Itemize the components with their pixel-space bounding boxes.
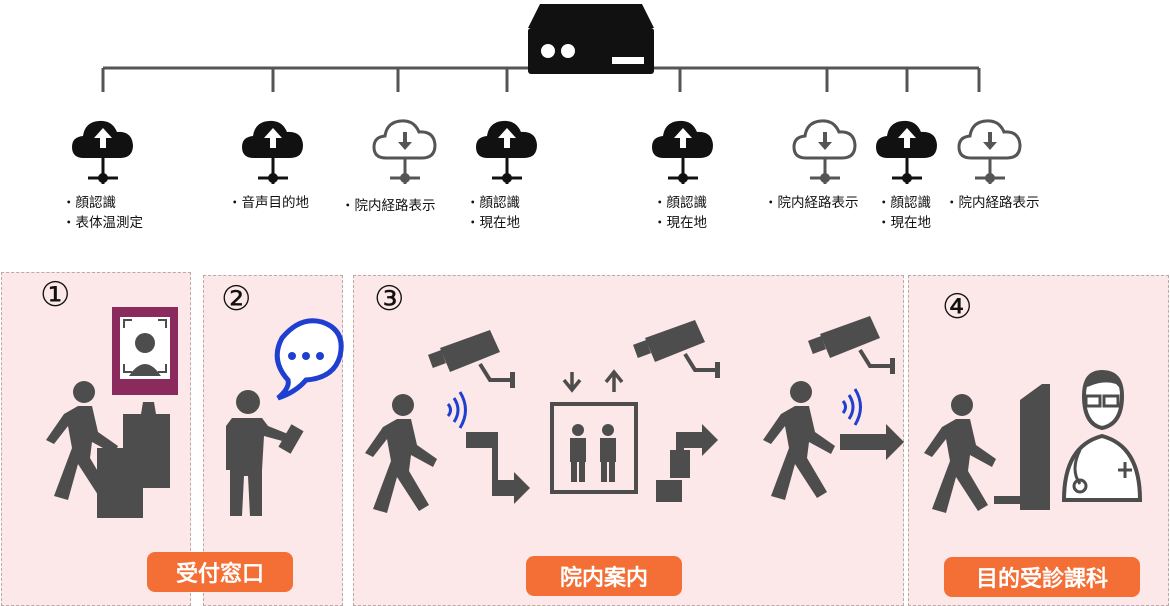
node-caption-line: ・顔認識 (466, 195, 520, 211)
face-scanner-icon (112, 307, 178, 395)
camera-3-icon (806, 314, 897, 376)
door-icon (994, 384, 1050, 510)
cloud-download-icon (792, 119, 857, 184)
node-caption-line: ・表体温測定 (62, 215, 143, 231)
node-caption-line: ・院内経路表示 (764, 195, 859, 211)
node-caption: ・顔認識・現在地 (877, 193, 931, 233)
node-caption-line: ・現在地 (653, 215, 707, 231)
node-caption-line: ・現在地 (466, 215, 520, 231)
route-arrow-1-icon (466, 432, 530, 504)
node-caption: ・院内経路表示 (341, 196, 436, 216)
cloud-download-icon (372, 119, 437, 184)
node-caption: ・顔認識・現在地 (466, 193, 520, 233)
guidance-walker-1-icon (365, 394, 437, 513)
node-caption: ・院内経路表示 (764, 193, 859, 213)
section-number-1: ① (40, 275, 71, 315)
guidance-label: 院内案内 (526, 556, 682, 596)
camera-2-icon (631, 318, 722, 380)
cloud-upload-icon (242, 120, 303, 184)
server-icon (528, 4, 654, 74)
camera-1-icon (426, 328, 517, 390)
destination-walker-icon (924, 394, 996, 513)
cloud-upload-icon (876, 120, 937, 184)
node-caption-line: ・顔認識 (877, 195, 931, 211)
reception-label: 受付窓口 (147, 552, 293, 592)
elevator-icon (550, 369, 638, 494)
scene-illustrations (46, 307, 1143, 518)
route-arrow-3-icon (840, 424, 904, 460)
signal-2-icon (841, 387, 862, 427)
destination-label: 目的受診課科 (944, 557, 1140, 597)
node-caption-line: ・顔認識 (653, 195, 707, 211)
cloud-download-icon (957, 119, 1022, 184)
route-arrow-2-icon (656, 424, 718, 502)
node-caption-line: ・顔認識 (62, 195, 116, 211)
doctor-icon (1061, 369, 1143, 502)
speech-bubble-icon (274, 318, 344, 401)
node-caption-line: ・音声目的地 (228, 195, 309, 211)
node-caption-line: ・現在地 (877, 215, 931, 231)
voice-user-icon (226, 390, 304, 516)
signal-1-icon (446, 390, 467, 430)
cloud-upload-icon (476, 120, 537, 184)
cloud-upload-icon (72, 120, 133, 184)
section-number-3: ③ (374, 279, 405, 319)
guidance-walker-2-icon (763, 381, 835, 500)
cloud-upload-icon (652, 120, 713, 184)
node-caption: ・顔認識・現在地 (653, 193, 707, 233)
node-caption: ・顔認識・表体温測定 (62, 193, 143, 233)
reception-kiosk-icon (123, 402, 170, 488)
node-caption-line: ・院内経路表示 (945, 195, 1040, 211)
node-caption-line: ・院内経路表示 (341, 198, 436, 214)
node-caption: ・音声目的地 (228, 193, 309, 213)
node-caption: ・院内経路表示 (945, 193, 1040, 213)
section-number-4: ④ (942, 287, 973, 327)
section-number-2: ② (221, 279, 252, 319)
